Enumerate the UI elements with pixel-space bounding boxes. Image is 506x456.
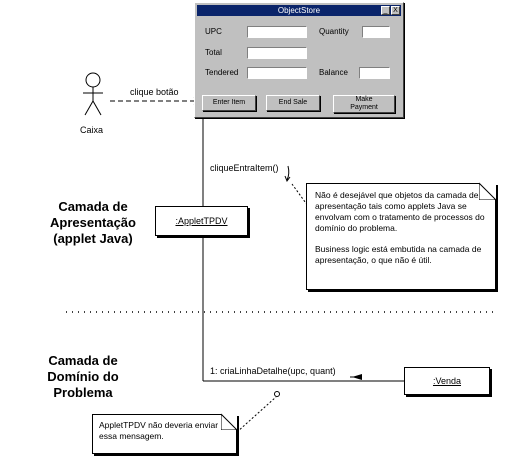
make-payment-line1: Make: [355, 96, 373, 103]
upc-field[interactable]: [247, 26, 307, 38]
domain-layer-line2: Domínio do: [47, 369, 119, 384]
actor-head: [85, 72, 101, 88]
domain-layer-title: Camada de Domínio do Problema: [18, 353, 148, 401]
minimize-button[interactable]: _: [381, 6, 390, 15]
quantity-field[interactable]: [362, 26, 390, 38]
total-label: Total: [205, 48, 222, 57]
actor-name: Caixa: [80, 125, 104, 135]
clique-entra-item-arrow: [286, 165, 290, 181]
presentation-layer-line2: Apresentação: [50, 215, 136, 230]
presentation-layer-title: Camada de Apresentação (applet Java): [18, 199, 168, 247]
total-field[interactable]: [247, 47, 307, 59]
clique-entra-item-label: cliqueEntraItem(): [210, 163, 279, 173]
domain-note-text: AppletTPDV não deveria enviar essa mensa…: [99, 420, 219, 441]
domain-note-connector: [236, 396, 277, 433]
close-button[interactable]: X: [391, 6, 400, 15]
object-store-window: ObjectStore _ X UPC Quantity Total Tende…: [194, 2, 404, 118]
domain-note-fold: [221, 413, 238, 430]
domain-layer-line3: Problema: [53, 385, 113, 400]
tendered-field[interactable]: [247, 67, 307, 79]
window-titlebar: ObjectStore _ X: [197, 5, 401, 16]
cria-linha-detalhe-label: 1: criaLinhaDetalhe(upc, quant): [210, 366, 336, 376]
enter-item-button[interactable]: Enter Item: [202, 95, 256, 111]
upc-label: UPC: [205, 27, 222, 36]
tendered-label: Tendered: [205, 68, 239, 77]
domain-note: AppletTPDV não deveria enviar essa mensa…: [92, 414, 237, 454]
make-payment-button[interactable]: Make Payment: [333, 95, 395, 113]
domain-note-anchor: [274, 391, 280, 397]
balance-field[interactable]: [359, 67, 390, 79]
quantity-label: Quantity: [319, 27, 349, 36]
presentation-note: Não é desejável que objetos da camada de…: [306, 183, 496, 290]
presentation-note-p2: Business logic está embutida na camada d…: [315, 244, 482, 265]
presentation-note-p1: Não é desejável que objetos da camada de…: [315, 190, 485, 233]
presentation-layer-line1: Camada de: [58, 199, 128, 214]
balance-label: Balance: [319, 68, 348, 77]
venda-object: :Venda: [404, 367, 490, 395]
end-sale-button[interactable]: End Sale: [266, 95, 320, 111]
window-title: ObjectStore: [277, 6, 321, 15]
presentation-note-fold: [479, 182, 497, 200]
applet-object: :AppletTPDV: [155, 206, 248, 236]
domain-layer-line1: Camada de: [48, 353, 118, 368]
actor-message: clique botão: [130, 87, 179, 97]
presentation-layer-line3: (applet Java): [53, 231, 133, 246]
make-payment-line2: Payment: [350, 104, 378, 111]
presentation-note-connector: [291, 183, 309, 207]
